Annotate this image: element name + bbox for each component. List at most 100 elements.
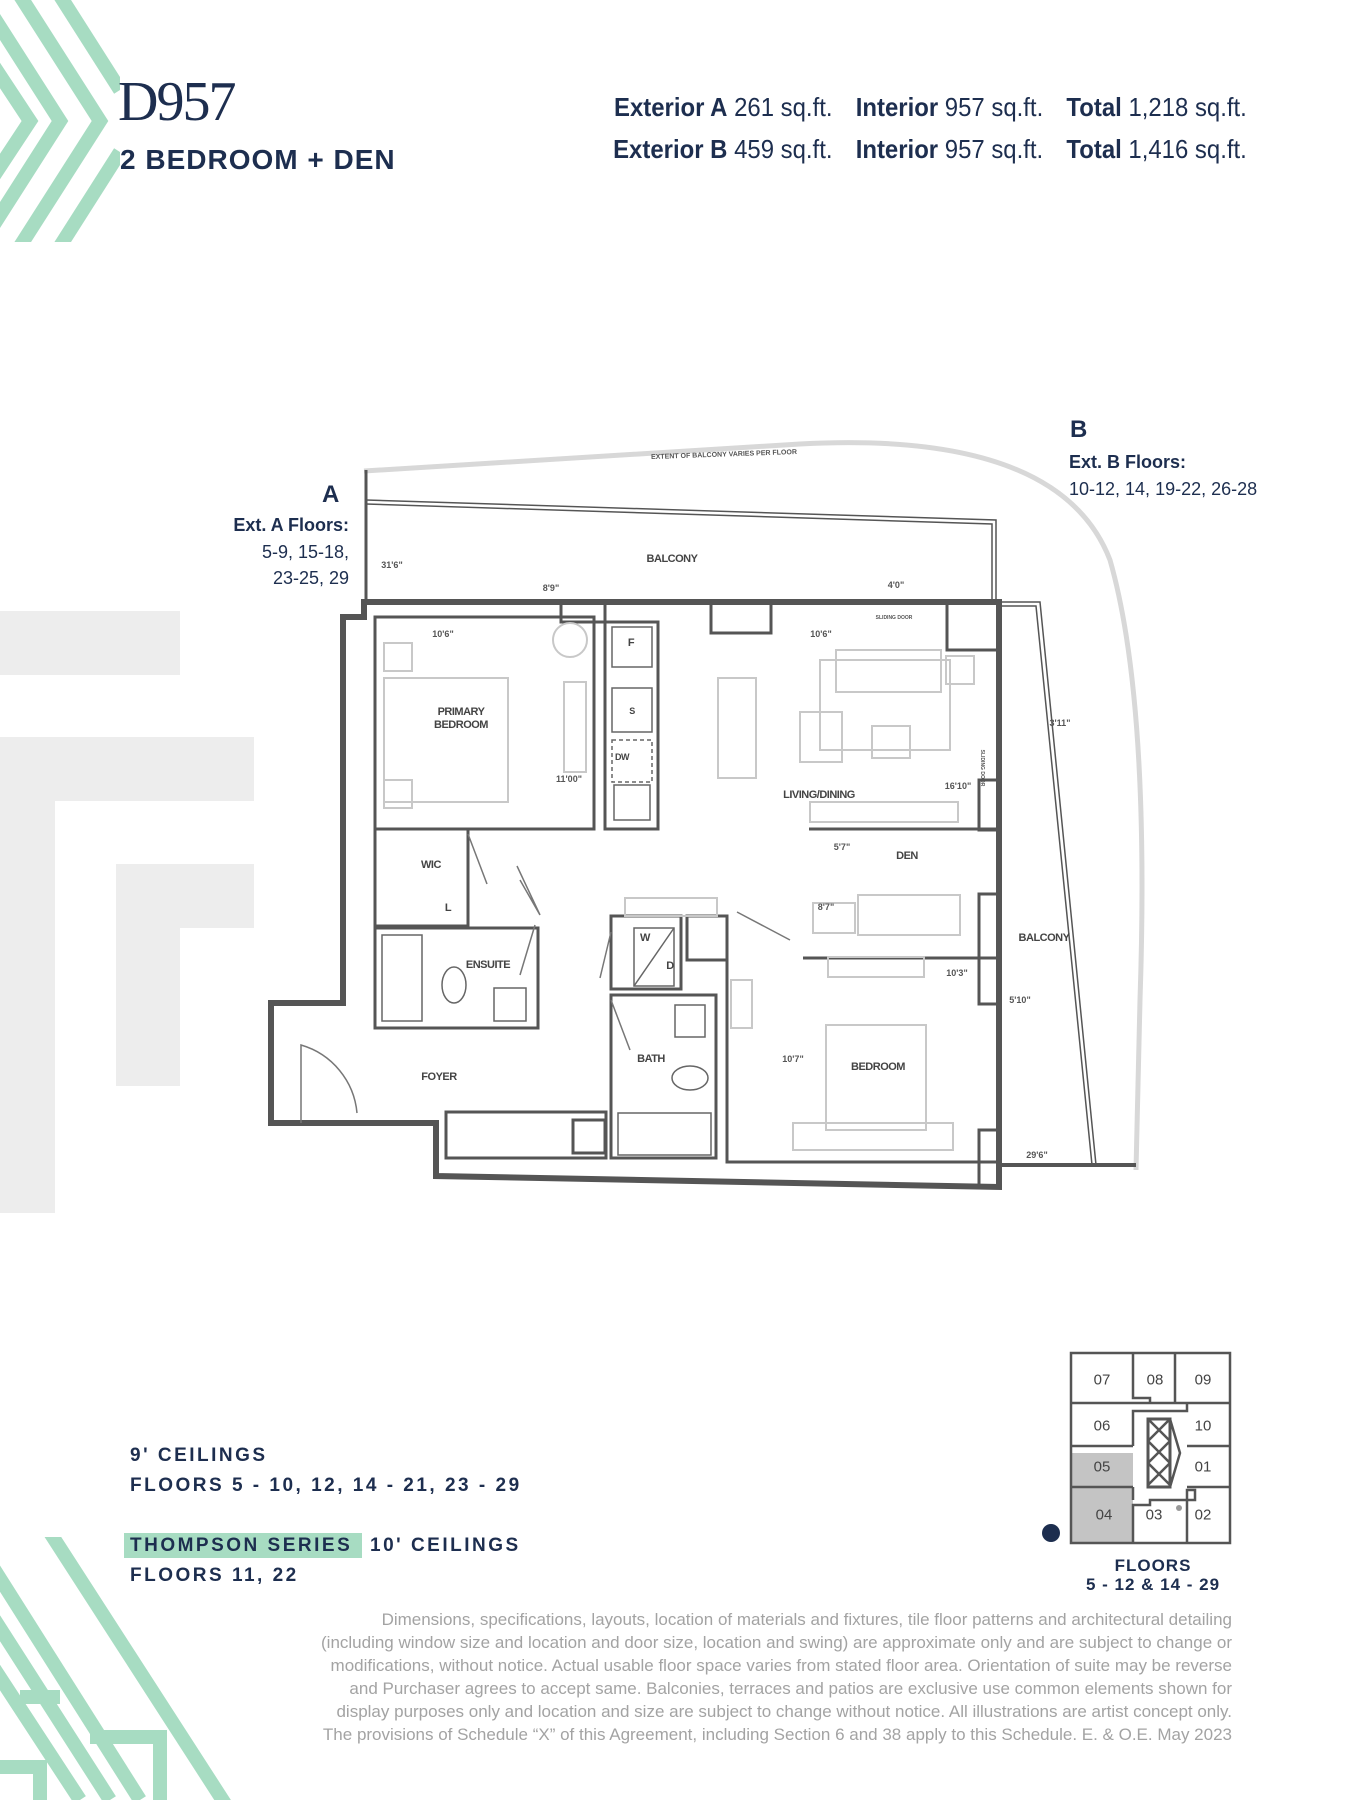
armchair — [799, 711, 843, 763]
disclaimer-line: and Purchaser agrees to accept same. Bal… — [349, 1679, 1232, 1698]
exterior-walls — [268, 599, 1002, 1191]
dim-living-length: 16'10" — [944, 781, 972, 791]
label-dryer: D — [666, 960, 674, 972]
furniture — [383, 622, 975, 1151]
disclaimer-line: The provisions of Schedule “X” of this A… — [322, 1725, 1232, 1744]
ext-a-label: Ext. A Floors: — [233, 515, 349, 535]
sofa — [835, 649, 942, 693]
key-unit: 03 — [1145, 1506, 1163, 1524]
fridge — [611, 626, 653, 668]
room-label-bedroom: BEDROOM — [851, 1061, 905, 1073]
dim-den-width: 5'7" — [833, 842, 851, 852]
ceiling-standard-label: 9' CEILINGS — [130, 1445, 268, 1466]
key-unit: 10 — [1194, 1417, 1212, 1435]
room-label-balcony-a: BALCONY — [646, 553, 698, 565]
label-stove: S — [629, 706, 635, 716]
interior-value: 957 sq.ft. — [944, 134, 1044, 164]
entry-door — [300, 1044, 358, 1123]
area-row-a: Exterior A 261 sq.ft. Interior 957 sq.ft… — [614, 92, 1247, 123]
room-label-primary: BEDROOM — [434, 719, 488, 731]
dishwasher — [611, 739, 653, 783]
corner-pattern-bottom — [0, 1537, 231, 1800]
disclaimer-line: display purposes only and location and s… — [336, 1702, 1232, 1721]
dim-balcony-b-length: 29'6" — [1026, 1150, 1048, 1160]
side-table — [945, 655, 975, 685]
stove — [611, 687, 653, 733]
bath-toilet — [671, 1065, 709, 1091]
column — [977, 892, 1001, 1006]
column — [977, 778, 1001, 832]
key-unit: 09 — [1194, 1371, 1212, 1389]
ext-b-letter: B — [1070, 416, 1088, 443]
total-label: Total — [1066, 134, 1122, 164]
sliding-door-note: SLIDING DOOR — [875, 615, 913, 621]
room-label-ensuite: ENSUITE — [465, 959, 511, 971]
dim-balcony-a-depth-right: 4'0" — [887, 580, 905, 590]
dim-balcony-a-depth-left: 8'9" — [542, 583, 560, 593]
room-label-bath: BATH — [637, 1053, 665, 1065]
room-label-living: LIVING/DINING — [783, 789, 855, 801]
sliding-door-note: SLIDING DOOR — [979, 749, 985, 787]
fixtures — [381, 626, 712, 1156]
interior-label: Interior — [855, 134, 939, 164]
disclaimer: Dimensions, specifications, layouts, loc… — [132, 1608, 1232, 1746]
dresser — [563, 681, 587, 773]
key-unit: 01 — [1194, 1458, 1212, 1476]
ext-a-line2: 23-25, 29 — [272, 568, 349, 588]
room-label-balcony-b: BALCONY — [1018, 932, 1070, 944]
floor-plan — [268, 440, 1145, 1191]
dim-living-width: 10'6" — [810, 629, 832, 639]
ext-a-line1: 5-9, 15-18, — [261, 542, 349, 562]
bedroom-bed — [825, 1024, 927, 1131]
ensuite-sink — [493, 987, 527, 1022]
primary-bedroom-walls — [373, 615, 596, 831]
interior-label: Interior — [855, 92, 939, 122]
kitchen-sink — [613, 784, 651, 821]
dim-den-length: 8'7" — [817, 902, 835, 912]
ceiling-series-floors: FLOORS 11, 22 — [130, 1565, 299, 1586]
total-label: Total — [1066, 92, 1122, 122]
key-unit: 08 — [1146, 1371, 1164, 1389]
total-value: 1,416 sq.ft. — [1128, 134, 1247, 164]
interior-value: 957 sq.ft. — [944, 92, 1044, 122]
corner-pattern-top — [0, 0, 120, 242]
decor-block — [0, 611, 180, 675]
decor-block — [116, 864, 180, 1086]
unit-type: 2 BEDROOM + DEN — [120, 144, 396, 175]
kitchen-counter — [603, 620, 660, 831]
dim-bedroom-width: 10'3" — [946, 968, 968, 978]
balcony-a-railing — [364, 470, 997, 602]
compass-dot-icon — [1042, 1524, 1060, 1542]
toilet — [441, 966, 467, 1004]
washer-dryer — [633, 927, 675, 987]
mech-box — [571, 1118, 607, 1155]
column — [945, 600, 1001, 652]
room-label-den: DEN — [896, 850, 918, 862]
ext-a-floors: Ext. A Floors: 5-9, 15-18, 23-25, 29 — [233, 512, 349, 591]
doors — [300, 833, 791, 1123]
key-floors-label: FLOORS — [1114, 1556, 1192, 1575]
wic-walls — [373, 827, 470, 928]
chair — [552, 622, 588, 658]
bedroom-headboard — [792, 1122, 954, 1151]
disclaimer-line: (including window size and location and … — [321, 1633, 1232, 1652]
label-dishwasher: DW — [615, 752, 630, 762]
key-unit-highlight — [1071, 1453, 1133, 1543]
exterior-value: 459 sq.ft. — [734, 134, 833, 164]
exterior-label: Exterior B — [613, 134, 728, 164]
dim-primary-length: 11'00" — [556, 774, 582, 784]
disclaimer-line: modifications, without notice. Actual us… — [330, 1656, 1232, 1675]
living-rug — [819, 659, 951, 751]
key-unit-selected: 04 — [1095, 1506, 1113, 1524]
tv-console — [809, 801, 959, 823]
room-label-wic: WIC — [421, 859, 441, 871]
key-unit: 07 — [1093, 1371, 1111, 1389]
dining-table — [717, 677, 757, 779]
laundry-shelf — [624, 897, 718, 917]
interior-walls — [373, 600, 1001, 1189]
label-washer: W — [640, 932, 650, 944]
series-ceiling: 10' CEILINGS — [370, 1535, 521, 1556]
column — [977, 1128, 1001, 1189]
key-unit: 05 — [1093, 1458, 1111, 1476]
